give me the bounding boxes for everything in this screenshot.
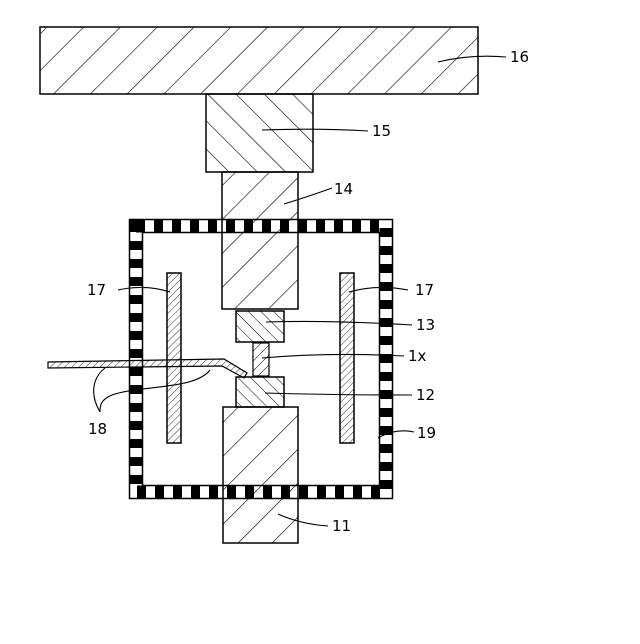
label-17-right: 17: [415, 281, 434, 299]
heater-17-right: [340, 273, 354, 443]
thermocouple-18: [48, 359, 247, 378]
label-13: 13: [416, 316, 435, 334]
label-11: 11: [332, 517, 351, 535]
label-12: 12: [416, 386, 435, 404]
sample-1x: [253, 343, 269, 376]
punch-13: [236, 311, 284, 342]
label-16: 16: [510, 48, 529, 66]
label-19: 19: [417, 424, 436, 442]
block-15: [206, 94, 313, 172]
ram-14: [222, 172, 298, 309]
label-17-left: 17: [87, 281, 106, 299]
label-15: 15: [372, 122, 391, 140]
label-1x: 1x: [408, 347, 427, 365]
label-18: 18: [88, 420, 107, 438]
platen-16: [40, 27, 478, 94]
punch-12: [236, 377, 284, 407]
heater-17-left: [167, 273, 181, 443]
ram-11: [223, 407, 298, 543]
label-14: 14: [334, 180, 353, 198]
